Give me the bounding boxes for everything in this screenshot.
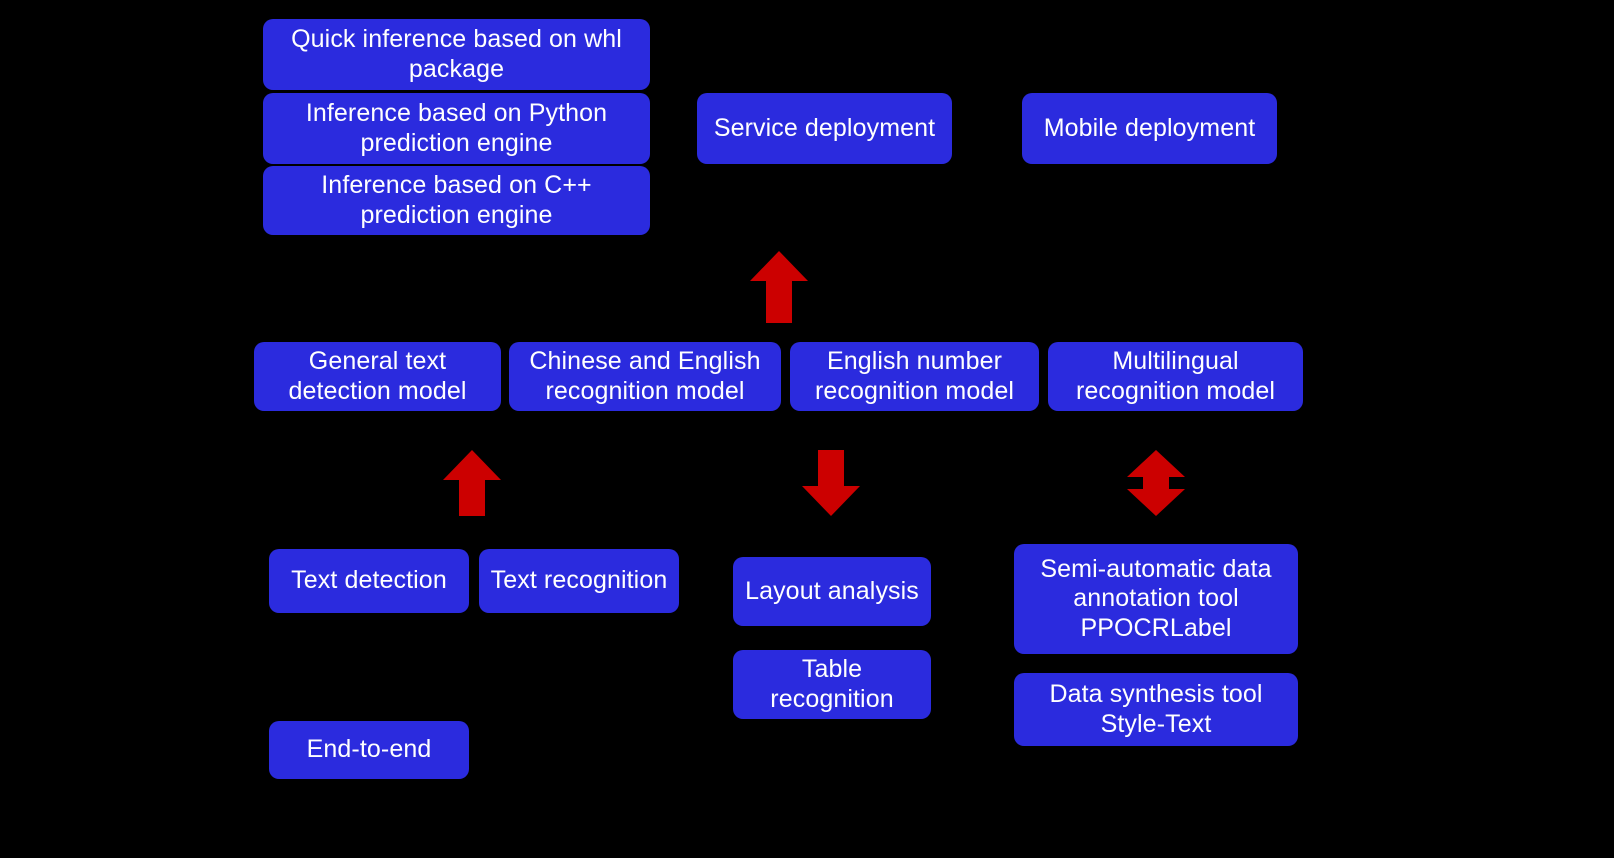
node-ppocrlabel-annotation-tool[interactable]: Semi-automatic data annotation tool PPOC… [1014, 544, 1298, 654]
node-general-text-detection-model[interactable]: General text detection model [254, 342, 501, 411]
node-end-to-end[interactable]: End-to-end [269, 721, 469, 779]
node-style-text-synthesis-tool[interactable]: Data synthesis tool Style-Text [1014, 673, 1298, 746]
node-mobile-deployment[interactable]: Mobile deployment [1022, 93, 1277, 164]
node-service-deployment[interactable]: Service deployment [697, 93, 952, 164]
node-layout-analysis[interactable]: Layout analysis [733, 557, 931, 626]
node-inference-python-engine[interactable]: Inference based on Python prediction eng… [263, 93, 650, 164]
node-inference-cpp-engine[interactable]: Inference based on C++ prediction engine [263, 166, 650, 235]
arrow-models-to-deployment [750, 251, 808, 323]
node-text-detection[interactable]: Text detection [269, 549, 469, 613]
node-chinese-english-recognition-model[interactable]: Chinese and English recognition model [509, 342, 781, 411]
node-text-recognition[interactable]: Text recognition [479, 549, 679, 613]
node-english-number-recognition-model[interactable]: English number recognition model [790, 342, 1039, 411]
node-multilingual-recognition-model[interactable]: Multilingual recognition model [1048, 342, 1303, 411]
node-quick-inference-whl[interactable]: Quick inference based on whl package [263, 19, 650, 90]
arrow-models-to-document-analysis [802, 450, 860, 516]
arrow-models-to-data-tools [1127, 450, 1185, 516]
node-table-recognition[interactable]: Table recognition [733, 650, 931, 719]
arrow-detection-to-models [443, 450, 501, 516]
